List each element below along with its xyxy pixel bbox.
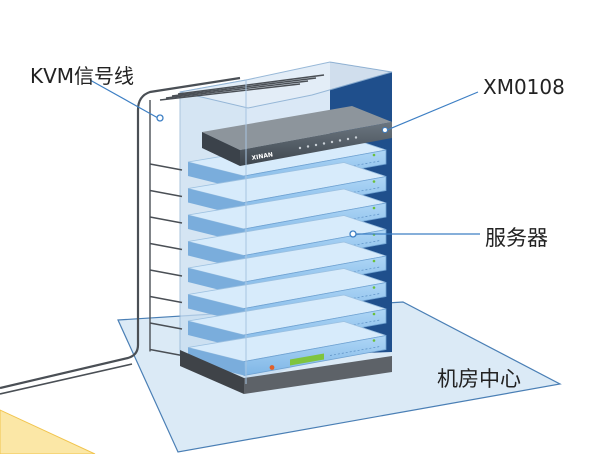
- kvm-port-lights: [298, 136, 358, 150]
- kvm-anchor-dot: [382, 127, 388, 133]
- kvm-cable-leader: [89, 79, 159, 119]
- kvm-switch-side: [202, 132, 240, 166]
- kvm-cable-top-run: [171, 77, 317, 97]
- kvm-cable-branch: [149, 216, 183, 224]
- kvm-cable-main: [0, 76, 241, 390]
- kvm-cable-branch: [149, 242, 183, 251]
- server-status-dot-icon: [372, 206, 376, 210]
- server-status-dot-icon: [372, 180, 376, 183]
- server-side-face: [188, 347, 244, 376]
- kvm-brand-text: XINAN: [251, 151, 273, 162]
- kvm-cable-branch: [149, 348, 183, 357]
- servers-label: 服务器: [485, 226, 548, 250]
- cable-harness: [149, 74, 325, 357]
- cabinet-base-side: [180, 350, 244, 394]
- kvm-cable-label: KVM信号线: [30, 64, 135, 88]
- kvm-cable-branch: [149, 269, 183, 277]
- server-vent-line: [329, 346, 381, 356]
- data-center-label: 机房中心: [437, 367, 521, 391]
- server-unit: [187, 321, 387, 376]
- kvm-cable-branch: [149, 295, 183, 304]
- kvm-cable-top-run: [177, 74, 325, 95]
- servers-leader-dot: [349, 230, 357, 238]
- kvm-cable-branch: [149, 322, 183, 330]
- yellow-accent-shape: [0, 409, 96, 454]
- kvm-model-label: XM0108: [483, 75, 565, 99]
- kvm-cable-return: [0, 363, 133, 395]
- cabinet-base-front: [244, 356, 392, 394]
- kvm-cable-branch: [149, 189, 183, 198]
- server-status-dot-icon: [372, 312, 376, 316]
- server-stack: [187, 135, 387, 376]
- server-status-dot-icon: [372, 259, 376, 263]
- xm-model-leader: [386, 91, 479, 131]
- kvm-cable-top-run: [159, 83, 301, 101]
- server-status-dot-icon: [372, 286, 376, 289]
- server-status-dot-icon: [372, 339, 376, 342]
- server-status-dot-icon: [372, 153, 376, 157]
- kvm-cable-leader-dot: [156, 114, 164, 122]
- kvm-cable-branch: [149, 163, 183, 171]
- kvm-switch-top: [202, 106, 392, 150]
- kvm-switch: XINAN: [202, 106, 392, 166]
- server-power-led-icon: [269, 365, 275, 370]
- server-display-light: [290, 353, 324, 366]
- kvm-cable-top-run: [165, 80, 309, 99]
